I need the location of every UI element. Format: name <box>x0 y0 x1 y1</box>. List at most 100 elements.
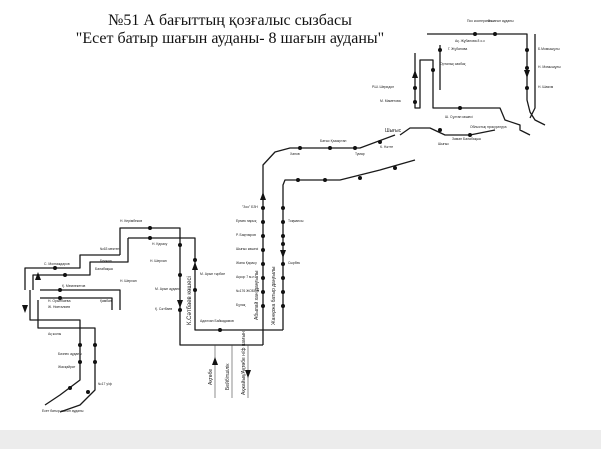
stop-marker <box>53 266 57 270</box>
stop-label: Р.Ш. Шеридон <box>372 85 394 89</box>
stop-markers <box>53 32 529 394</box>
stop-marker <box>78 360 82 364</box>
stop-label: Ханов <box>290 152 300 156</box>
arrow-down-icon <box>177 300 183 308</box>
stop-marker <box>281 242 285 246</box>
title-line-1: №51 А бағыттың қозғалыс сызбасы <box>108 12 352 29</box>
stop-marker <box>281 206 285 210</box>
arrow-up-icon <box>192 262 198 270</box>
stop-label: Ақ жолы <box>48 332 62 336</box>
stop-marker <box>328 146 332 150</box>
stop-label: Тоқмансы <box>288 219 304 223</box>
stop-label: Ш. Сұлтан көшесі <box>445 115 473 119</box>
stop-label: Сырбек <box>288 261 301 265</box>
route-segment-left-top-2 <box>32 238 129 290</box>
stop-marker <box>281 234 285 238</box>
street-label-satbaev: К.Сәтбаев көшесі <box>187 276 193 325</box>
stop-marker <box>296 178 300 182</box>
stop-marker <box>86 390 90 394</box>
stop-label: Қамбан <box>100 299 112 303</box>
stop-marker <box>178 273 182 277</box>
stop-marker <box>63 273 67 277</box>
stop-marker <box>261 262 265 266</box>
route-segment-left-down <box>29 290 81 406</box>
stop-label: Ақсор 7 м-н <box>236 275 254 279</box>
stop-marker <box>413 100 417 104</box>
stop-label: К. Нәтте <box>380 145 393 149</box>
stop-marker <box>261 206 265 210</box>
stop-label: "Зоо" БЗН <box>242 205 258 209</box>
stop-label: №63 мектеп <box>100 247 119 251</box>
stop-marker <box>323 178 327 182</box>
stop-marker <box>413 86 417 90</box>
stop-label: Қ. Сәтбаев <box>155 307 172 311</box>
stop-label: Балабақша <box>95 267 113 271</box>
route-segment-left-down-2 <box>37 300 96 413</box>
stop-marker <box>431 68 435 72</box>
stop-marker <box>148 226 152 230</box>
stop-marker <box>473 32 477 36</box>
stop-label: М. Маметова <box>380 99 401 103</box>
stop-marker <box>378 140 382 144</box>
stop-label: С. Молгаждаров <box>44 262 70 266</box>
stop-marker <box>281 262 285 266</box>
title-line-2: "Есет батыр шағын ауданы- 8 шағын ауданы… <box>75 30 385 47</box>
stop-marker <box>353 146 357 150</box>
stop-marker <box>58 296 62 300</box>
stop-label: Облыстық прокуратура <box>470 125 507 129</box>
stop-labels: Пос кооператив 8 шағын ауданы Б.Момышұлы… <box>42 19 561 413</box>
arrow-down-icon <box>280 250 286 258</box>
stop-marker <box>148 236 152 240</box>
street-label-beibitshilik: Бейбітшілік <box>224 363 231 390</box>
stop-label: М. Арып ауданы <box>155 287 181 291</box>
stop-label: Қ. Мемлекетов <box>62 284 85 288</box>
stop-marker <box>193 258 197 262</box>
stop-marker <box>358 176 362 180</box>
stop-marker <box>281 220 285 224</box>
stop-marker <box>281 276 285 280</box>
stop-label: №17 у/ф <box>98 382 112 386</box>
street-label-zhanakonys: Жанқожа батыр даңғылы <box>271 266 277 325</box>
route-segment-north <box>427 33 546 126</box>
stop-label: Есет батыр шағын ауданы <box>42 409 84 413</box>
stop-marker <box>93 343 97 347</box>
stop-label: Бизнес ауданы <box>58 352 82 356</box>
arrow-up-icon <box>260 192 266 200</box>
arrow-up-icon <box>212 357 218 365</box>
route-segment-center-west-2 <box>128 237 283 331</box>
street-label-aktobe: Ақтөбе <box>208 369 214 385</box>
stop-marker <box>58 288 62 292</box>
route-segment-upper-diag <box>262 134 396 345</box>
street-label-shygys: Шығыс <box>385 128 402 134</box>
stop-label: Тумар <box>355 152 365 156</box>
stop-marker <box>218 328 222 332</box>
stop-marker <box>261 220 265 224</box>
stop-label: Жана Қарасу <box>236 261 257 265</box>
stop-label: Н. Орынбаева <box>48 299 71 303</box>
stop-marker <box>525 48 529 52</box>
stop-label: Н. Шерхан <box>120 279 137 283</box>
stop-marker <box>281 290 285 294</box>
stop-label: Ж. Ниеталиев <box>48 305 70 309</box>
stop-marker <box>281 304 285 308</box>
stop-marker <box>261 276 265 280</box>
stop-label: Орталық саябақ <box>440 62 466 66</box>
arrow-up-icon <box>35 272 41 280</box>
stop-marker <box>178 243 182 247</box>
stop-label: Адилхан Байкадамов <box>200 319 234 323</box>
stop-label: Батыс Қазақстан <box>320 139 347 143</box>
stop-label: Шығыс көшесі <box>236 247 259 251</box>
route-segment-east-loop <box>414 53 531 136</box>
route-segment-lower-diag <box>282 159 416 330</box>
stop-label: Г. Жұбанова <box>448 47 467 51</box>
stop-label: Бекжан <box>100 259 112 263</box>
arrow-up-icon <box>412 70 418 78</box>
stop-marker <box>261 248 265 252</box>
stop-marker <box>261 290 265 294</box>
route-segment-north-2 <box>529 34 536 119</box>
stop-label: Бұлақ <box>236 303 246 307</box>
stop-label: Н. Керімбеков <box>120 219 142 223</box>
stop-label: Ермек нарық <box>236 219 257 223</box>
stop-label: Пос кооператив <box>467 19 492 23</box>
